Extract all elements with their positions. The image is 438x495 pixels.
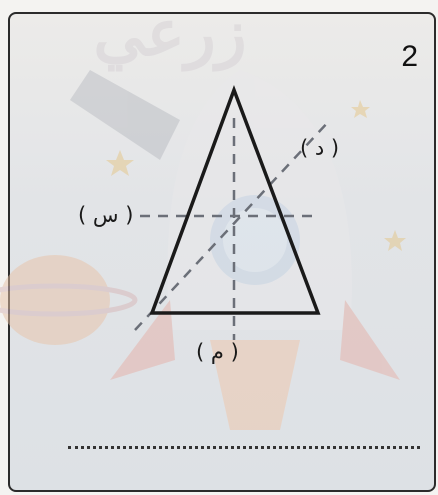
background-stars (106, 100, 406, 251)
watermark-logo: زرعي (93, 0, 247, 71)
answer-line[interactable] (68, 446, 420, 449)
axis-label-s: ( س ) (78, 203, 134, 227)
axis-label-d: ( د ) (300, 136, 340, 160)
exercise-number: 2 (401, 40, 418, 73)
isosceles-triangle (149, 84, 321, 315)
diagonal-axis-d (134, 119, 331, 331)
background-rocket-illustration (0, 70, 400, 430)
axis-label-m: ( م ) (196, 340, 239, 364)
